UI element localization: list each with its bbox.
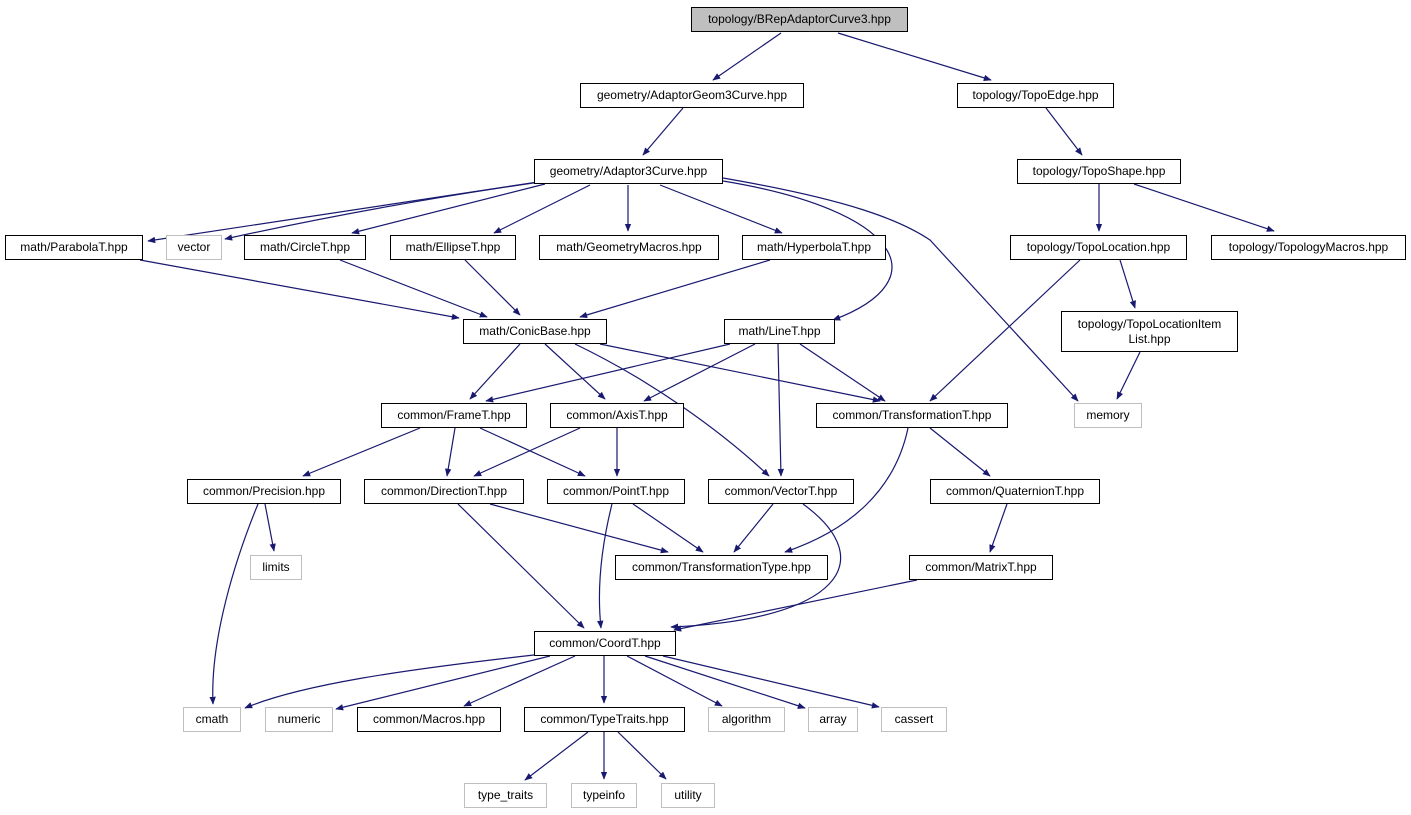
node-cmath: cmath bbox=[183, 707, 241, 732]
edge-frame-to-precision bbox=[302, 427, 421, 477]
edge-adaptor-geom3-to-adaptor3 bbox=[642, 107, 684, 156]
node-macros[interactable]: common/Macros.hpp bbox=[357, 707, 501, 732]
node-vector-t[interactable]: common/VectorT.hpp bbox=[708, 479, 854, 504]
edge-transformation-to-transformation-type bbox=[784, 427, 909, 553]
node-coord[interactable]: common/CoordT.hpp bbox=[534, 631, 676, 656]
node-transformation[interactable]: common/TransformationT.hpp bbox=[816, 403, 1008, 428]
edge-quaternion-to-matrix bbox=[989, 503, 1008, 553]
edge-topo-location-to-item-list bbox=[1119, 259, 1136, 309]
edge-vector-t-to-coord bbox=[670, 503, 842, 630]
node-memory: memory bbox=[1074, 403, 1142, 428]
edge-line-to-vector-t bbox=[777, 343, 785, 477]
edge-adaptor3-to-circle bbox=[351, 183, 546, 235]
node-frame[interactable]: common/FrameT.hpp bbox=[381, 403, 527, 428]
edge-coord-to-cassert bbox=[662, 655, 880, 709]
edge-axis-to-direction bbox=[473, 427, 581, 477]
node-array: array bbox=[808, 707, 858, 732]
edge-conic-base-to-frame bbox=[469, 343, 521, 400]
node-cassert: cassert bbox=[881, 707, 947, 732]
edge-conic-base-to-axis bbox=[544, 343, 606, 400]
edge-parabola-to-conic-base bbox=[139, 259, 460, 320]
edge-conic-base-to-transformation bbox=[599, 343, 881, 403]
node-root: topology/BRepAdaptorCurve3.hpp bbox=[691, 7, 908, 32]
node-parabola[interactable]: math/ParabolaT.hpp bbox=[5, 235, 143, 260]
node-precision[interactable]: common/Precision.hpp bbox=[187, 479, 341, 504]
edge-root-to-topo-edge bbox=[837, 32, 992, 81]
edge-adaptor3-to-vector bbox=[224, 181, 541, 241]
node-limits: limits bbox=[250, 555, 302, 580]
node-numeric: numeric bbox=[265, 707, 333, 732]
node-topo-edge[interactable]: topology/TopoEdge.hpp bbox=[957, 83, 1114, 108]
edge-line-to-frame bbox=[485, 343, 731, 403]
edge-type-traits-hpp-to-utility bbox=[617, 731, 667, 780]
edge-coord-to-cmath bbox=[244, 654, 535, 709]
node-adaptor3-curve[interactable]: geometry/Adaptor3Curve.hpp bbox=[534, 159, 723, 184]
edge-direction-to-transformation-type bbox=[489, 503, 669, 554]
node-vector: vector bbox=[166, 235, 222, 260]
edge-vector-t-to-transformation-type bbox=[733, 503, 774, 553]
node-topo-shape[interactable]: topology/TopoShape.hpp bbox=[1017, 159, 1181, 184]
edge-coord-to-array bbox=[644, 655, 806, 709]
edge-precision-to-limits bbox=[264, 503, 276, 552]
node-line[interactable]: math/LineT.hpp bbox=[724, 319, 835, 344]
edge-line-to-transformation bbox=[799, 343, 886, 402]
edge-frame-to-point bbox=[479, 427, 586, 477]
node-circle[interactable]: math/CircleT.hpp bbox=[244, 235, 366, 260]
node-type-traits: type_traits bbox=[464, 783, 547, 808]
edge-hyperbola-to-conic-base bbox=[579, 259, 771, 318]
edge-coord-to-algorithm bbox=[626, 655, 723, 707]
edge-item-list-to-memory bbox=[1116, 351, 1141, 400]
node-utility: utility bbox=[661, 783, 715, 808]
edge-adaptor3-to-ellipse bbox=[493, 184, 591, 234]
node-topology-macros[interactable]: topology/TopologyMacros.hpp bbox=[1211, 235, 1406, 260]
edge-coord-to-macros bbox=[463, 655, 576, 707]
edge-matrix-to-coord bbox=[673, 579, 918, 632]
edge-adaptor3-to-memory bbox=[722, 177, 1079, 402]
edge-frame-to-direction bbox=[445, 427, 456, 477]
edge-type-traits-hpp-to-type-traits bbox=[524, 731, 589, 781]
node-direction[interactable]: common/DirectionT.hpp bbox=[364, 479, 524, 504]
node-point[interactable]: common/PointT.hpp bbox=[547, 479, 685, 504]
edge-point-to-transformation-type bbox=[632, 503, 704, 553]
node-algorithm: algorithm bbox=[708, 707, 785, 732]
node-typeinfo: typeinfo bbox=[571, 783, 637, 808]
node-topo-location-item-list[interactable]: topology/TopoLocationItem List.hpp bbox=[1061, 311, 1238, 352]
edge-line-to-axis bbox=[643, 343, 756, 402]
node-adaptor-geom3-curve[interactable]: geometry/AdaptorGeom3Curve.hpp bbox=[580, 83, 804, 108]
node-conic-base[interactable]: math/ConicBase.hpp bbox=[463, 319, 607, 344]
edge-topo-shape-to-topology-macros bbox=[1133, 183, 1275, 232]
node-hyperbola[interactable]: math/HyperbolaT.hpp bbox=[742, 235, 886, 260]
edge-transformation-to-quaternion bbox=[929, 427, 991, 477]
edge-point-to-coord bbox=[597, 503, 613, 629]
node-transformation-type[interactable]: common/TransformationType.hpp bbox=[615, 555, 828, 580]
edge-topo-edge-to-topo-shape bbox=[1045, 107, 1083, 156]
edge-root-to-adaptor-geom3 bbox=[712, 32, 782, 81]
edge-circle-to-conic-base bbox=[339, 259, 488, 318]
edge-adaptor3-to-hyperbola bbox=[659, 184, 783, 234]
edge-coord-to-numeric bbox=[335, 655, 551, 711]
node-topo-location[interactable]: topology/TopoLocation.hpp bbox=[1010, 235, 1187, 260]
node-axis[interactable]: common/AxisT.hpp bbox=[550, 403, 684, 428]
edge-ellipse-to-conic-base bbox=[464, 259, 521, 316]
node-quaternion[interactable]: common/QuaternionT.hpp bbox=[930, 479, 1100, 504]
node-ellipse[interactable]: math/EllipseT.hpp bbox=[390, 235, 516, 260]
node-matrix[interactable]: common/MatrixT.hpp bbox=[909, 555, 1053, 580]
node-geometry-macros[interactable]: math/GeometryMacros.hpp bbox=[539, 235, 719, 260]
edge-topo-location-to-transformation bbox=[929, 259, 1081, 402]
edge-direction-to-coord bbox=[457, 503, 585, 629]
edge-precision-to-cmath bbox=[209, 503, 259, 705]
node-type-traits-hpp[interactable]: common/TypeTraits.hpp bbox=[524, 707, 685, 732]
